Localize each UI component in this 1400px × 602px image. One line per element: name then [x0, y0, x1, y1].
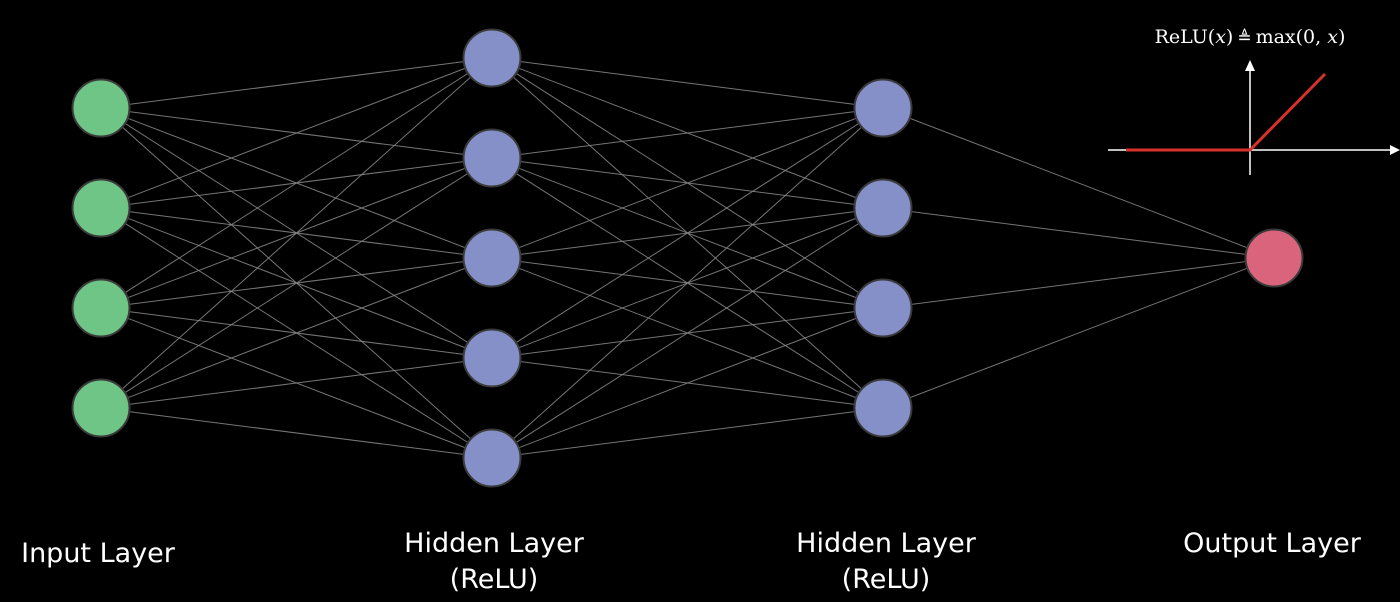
edge-l2-3-to-l3-1	[491, 107, 884, 259]
output-layer-label: Output Layer	[1160, 526, 1384, 562]
edge-l1-4-to-l2-5	[100, 407, 493, 459]
edge-l2-5-to-l3-3	[491, 307, 884, 459]
hidden-layer-2-label-line2: (ReLU)	[841, 564, 931, 595]
edge-l2-2-to-l3-1	[491, 107, 884, 159]
edge-l1-3-to-l2-1	[100, 57, 493, 309]
relu-formula-body-prefix: max(0,	[1255, 26, 1328, 48]
output-layer-label-line1: Output Layer	[1183, 528, 1361, 559]
edge-l2-5-to-l3-1	[491, 107, 884, 459]
edge-l1-4-to-l2-4	[100, 357, 493, 409]
edge-l3-3-to-l4-1	[882, 257, 1275, 309]
output-neuron-1	[1244, 228, 1304, 288]
hidden-layer-1-label-line1: Hidden Layer	[404, 528, 584, 559]
edge-l2-4-to-l3-1	[491, 107, 884, 359]
hidden2-neuron-4	[853, 378, 913, 438]
hidden-layer-2-label: Hidden Layer (ReLU)	[772, 526, 1000, 598]
edge-l1-2-to-l2-1	[100, 57, 493, 209]
edge-l3-2-to-l4-1	[882, 207, 1275, 259]
relu-formula-definition-symbol: ≜	[1237, 28, 1252, 48]
input-neuron-1	[71, 78, 131, 138]
edge-l1-4-to-l2-2	[100, 157, 493, 409]
relu-formula-arg: x	[1215, 26, 1226, 48]
relu-x-axis-arrowhead	[1390, 145, 1400, 155]
hidden2-neuron-2	[853, 178, 913, 238]
edge-l3-1-to-l4-1	[882, 107, 1275, 259]
relu-formula-name: ReLU	[1154, 26, 1208, 48]
hidden2-neuron-1	[853, 78, 913, 138]
edge-l2-5-to-l3-4	[491, 407, 884, 459]
input-neuron-3	[71, 278, 131, 338]
edge-l1-1-to-l2-1	[100, 57, 493, 109]
relu-y-axis-arrowhead	[1245, 60, 1255, 71]
relu-formula: ReLU(x)≜max(0, x)	[1154, 26, 1346, 48]
hidden1-neuron-4	[462, 328, 522, 388]
input-neuron-2	[71, 178, 131, 238]
edge-l1-4-to-l2-3	[100, 257, 493, 409]
edge-l2-1-to-l3-1	[491, 57, 884, 109]
relu-function-curve	[1126, 72, 1327, 152]
relu-activation-graph	[1108, 60, 1400, 175]
edge-l3-4-to-l4-1	[882, 257, 1275, 409]
hidden1-neuron-1	[462, 28, 522, 88]
input-layer-label: Input Layer	[0, 536, 196, 572]
edge-l1-4-to-l2-1	[100, 57, 493, 409]
edge-l2-5-to-l3-2	[491, 207, 884, 459]
hidden-layer-1-label-line2: (ReLU)	[449, 564, 539, 595]
hidden1-neuron-2	[462, 128, 522, 188]
relu-formula-body-suffix: )	[1337, 26, 1346, 48]
input-neuron-4	[71, 378, 131, 438]
hidden2-neuron-3	[853, 278, 913, 338]
neuron-nodes	[71, 28, 1304, 488]
input-layer-label-line1: Input Layer	[21, 538, 175, 569]
relu-formula-body-var: x	[1327, 26, 1338, 48]
hidden1-neuron-5	[462, 428, 522, 488]
hidden1-neuron-3	[462, 228, 522, 288]
hidden-layer-2-label-line1: Hidden Layer	[796, 528, 976, 559]
connection-edges	[100, 57, 1275, 459]
hidden-layer-1-label: Hidden Layer (ReLU)	[380, 526, 608, 598]
